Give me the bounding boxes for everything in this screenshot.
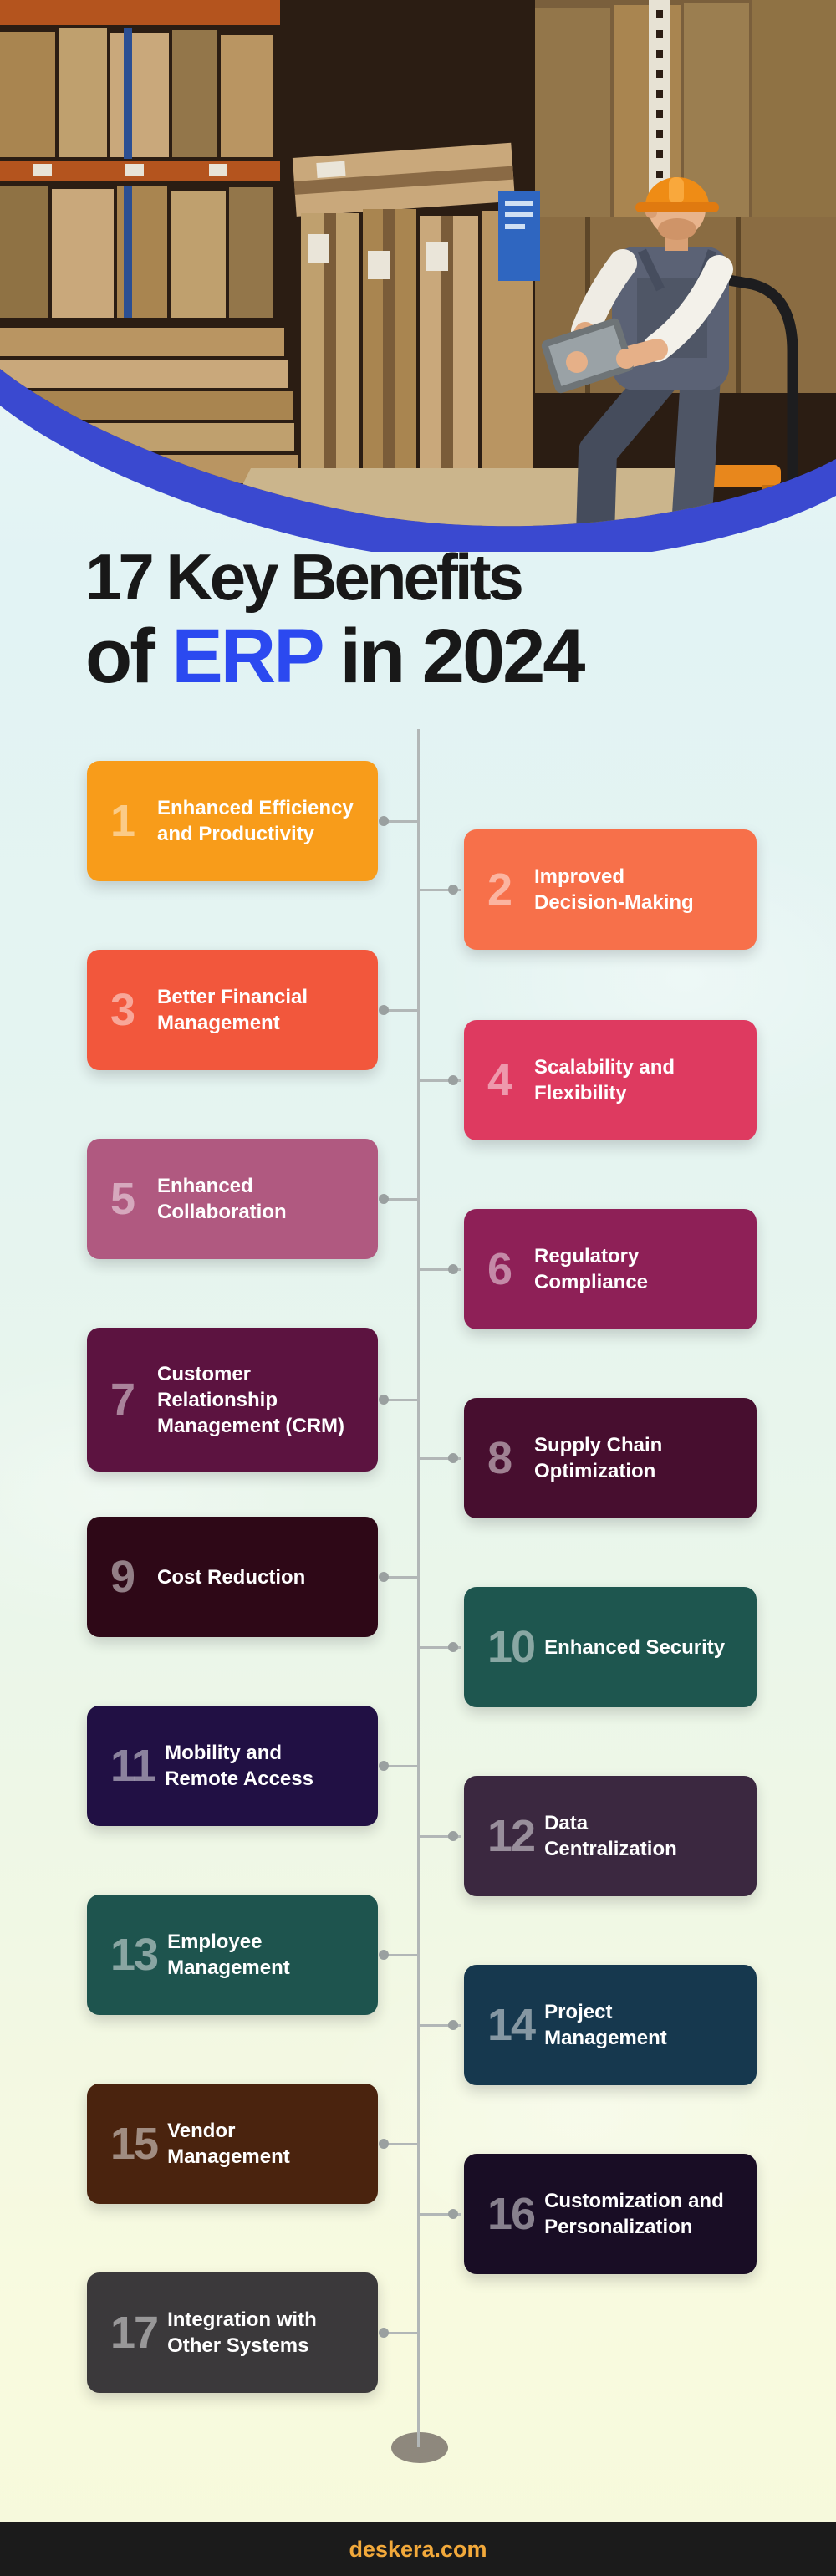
- benefit-number: 11: [110, 1741, 156, 1791]
- benefit-number: 16: [487, 2189, 536, 2239]
- benefit-number: 6: [487, 1244, 512, 1294]
- benefit-card-4: 4 Scalability and Flexibility: [417, 1020, 757, 1140]
- benefit-number: 7: [110, 1375, 135, 1425]
- timeline-connector: [417, 1456, 461, 1460]
- title-line-1: 17 Key Benefits: [85, 540, 524, 614]
- benefit-number: 1: [110, 796, 135, 846]
- timeline-connector: [382, 1764, 418, 1767]
- benefit-label: Better Financial Management: [157, 986, 308, 1034]
- title-line-2: of ERP in 2024: [85, 614, 585, 699]
- benefit-card-2: 2 Improved Decision-Making: [417, 829, 757, 950]
- benefit-number: 4: [487, 1055, 512, 1105]
- timeline-connector: [417, 2023, 461, 2027]
- benefit-card-15: 15 Vendor Management: [87, 2084, 418, 2204]
- benefit-card-5: 5 Enhanced Collaboration: [87, 1139, 418, 1259]
- benefit-card-8: 8 Supply Chain Optimization: [417, 1398, 757, 1518]
- benefit-card-11: 11 Mobility and Remote Access: [87, 1706, 418, 1826]
- timeline-connector: [417, 1079, 461, 1082]
- benefit-card-13: 13 Employee Management: [87, 1895, 418, 2015]
- benefit-number: 17: [110, 2308, 159, 2358]
- benefit-label: Employee Management: [167, 1931, 290, 1979]
- timeline-connector: [417, 888, 461, 891]
- timeline-connector: [382, 1953, 418, 1956]
- benefit-number: 13: [110, 1930, 159, 1980]
- benefit-label: Supply Chain Optimization: [534, 1434, 663, 1482]
- title-prefix: of: [85, 614, 172, 699]
- benefit-card-9: 9 Cost Reduction: [87, 1517, 418, 1637]
- benefit-number: 10: [487, 1622, 536, 1672]
- timeline-connector: [382, 1197, 418, 1201]
- benefit-label: Mobility and Remote Access: [165, 1742, 314, 1790]
- timeline-connector: [382, 819, 418, 823]
- timeline-connector: [382, 1575, 418, 1579]
- timeline-connector: [417, 1268, 461, 1271]
- timeline-connector: [417, 1834, 461, 1838]
- benefit-card-16: 16 Customization and Personalization: [417, 2154, 757, 2274]
- benefit-label: Vendor Management: [167, 2119, 290, 2168]
- benefit-label: Cost Reduction: [157, 1565, 306, 1589]
- benefit-label: Enhanced Collaboration: [157, 1175, 287, 1223]
- benefit-number: 8: [487, 1433, 512, 1483]
- benefit-label: Integration with Other Systems: [167, 2308, 317, 2357]
- benefit-number: 3: [110, 985, 135, 1035]
- benefit-label: Customization and Personalization: [544, 2190, 724, 2238]
- benefit-label: Project Management: [544, 2001, 667, 2049]
- benefit-label: Enhanced Efficiency and Productivity: [157, 797, 354, 845]
- title-suffix: in 2024: [320, 614, 585, 699]
- benefit-label: Scalability and Flexibility: [534, 1056, 675, 1104]
- timeline-connector: [382, 1008, 418, 1012]
- benefit-card-3: 3 Better Financial Management: [87, 950, 418, 1070]
- benefit-card-17: 17 Integration with Other Systems: [87, 2272, 418, 2393]
- benefit-card-14: 14 Project Management: [417, 1965, 757, 2085]
- benefit-number: 2: [487, 865, 512, 915]
- timeline-connector: [382, 1398, 418, 1401]
- benefit-card-1: 1 Enhanced Efficiency and Productivity: [87, 761, 418, 881]
- benefit-card-12: 12 Data Centralization: [417, 1776, 757, 1896]
- benefit-label: Improved Decision-Making: [534, 865, 694, 914]
- timeline-connector: [382, 2331, 418, 2334]
- benefit-label: Enhanced Security: [544, 1635, 726, 1659]
- benefit-label: Regulatory Compliance: [534, 1245, 649, 1293]
- deskera-link[interactable]: deskera.com: [349, 2536, 487, 2562]
- benefit-card-7: 7 Customer Relationship Management (CRM): [87, 1328, 418, 1472]
- timeline-line: [417, 729, 420, 2447]
- timeline-connector: [382, 2142, 418, 2145]
- warehouse-photo: [0, 0, 836, 552]
- benefit-number: 14: [487, 2000, 536, 2050]
- timeline-connector: [417, 2212, 461, 2216]
- benefit-card-6: 6 Regulatory Compliance: [417, 1209, 757, 1329]
- timeline-connector: [417, 1645, 461, 1649]
- erp-highlight: ERP: [171, 614, 324, 699]
- timeline-base-ellipse: [391, 2432, 448, 2463]
- benefit-label: Customer Relationship Management (CRM): [157, 1362, 345, 1437]
- footer-bar: deskera.com: [0, 2522, 836, 2576]
- benefit-card-10: 10 Enhanced Security: [417, 1587, 757, 1707]
- benefit-number: 9: [110, 1552, 135, 1602]
- benefit-label: Data Centralization: [544, 1812, 677, 1860]
- benefit-number: 5: [110, 1174, 135, 1224]
- page-title: 17 Key Benefits of ERP in 2024: [85, 540, 585, 699]
- benefit-number: 12: [487, 1811, 536, 1861]
- benefit-number: 15: [110, 2119, 159, 2169]
